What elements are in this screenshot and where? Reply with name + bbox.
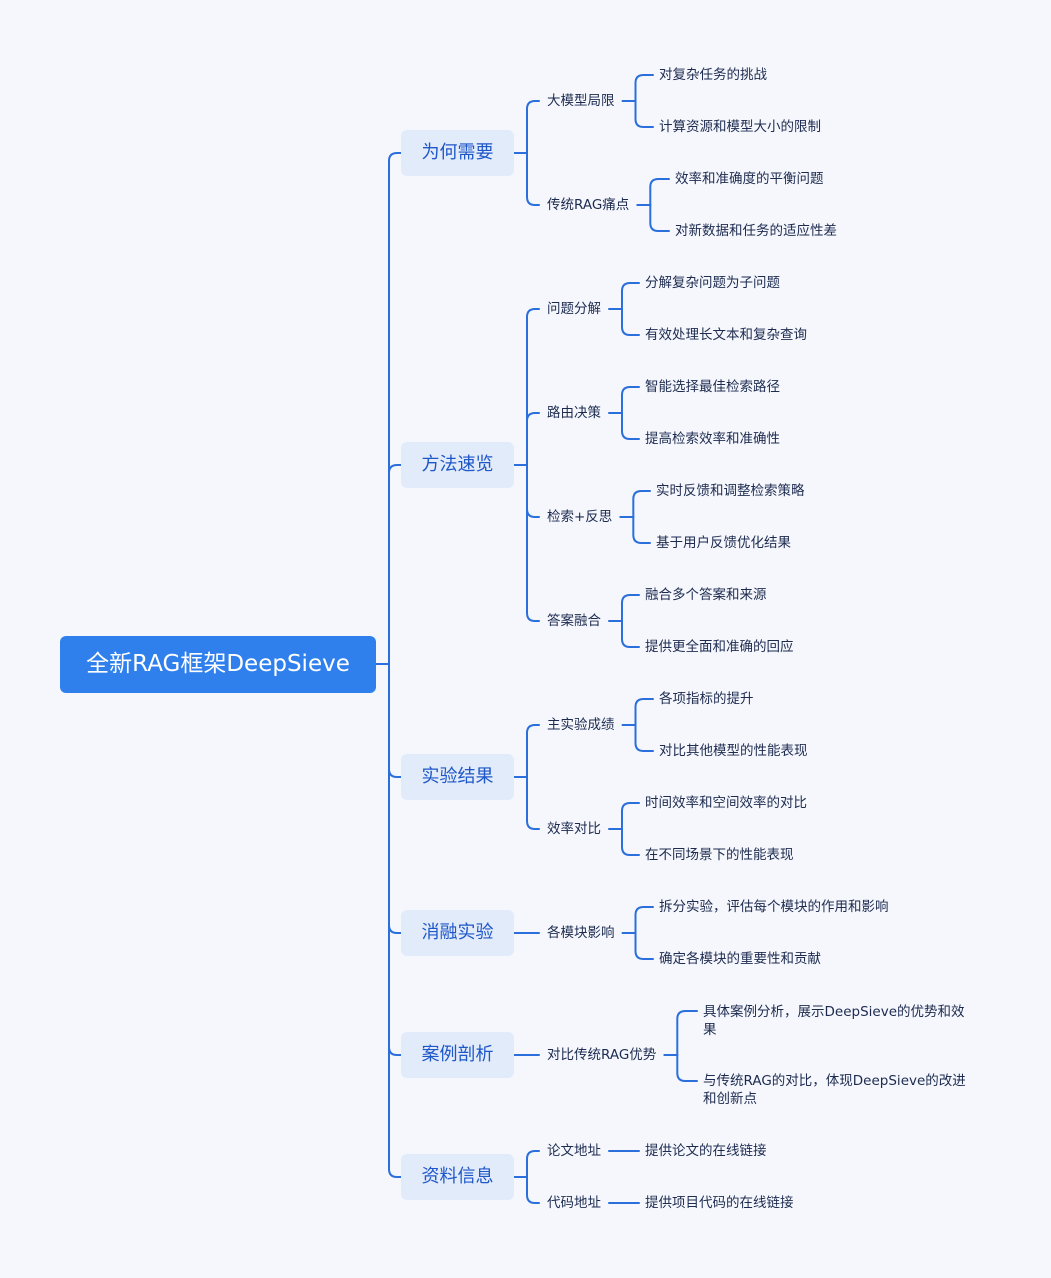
root-node[interactable]: 全新RAG框架DeepSieve: [60, 636, 376, 693]
leaf-label[interactable]: 各项指标的提升: [659, 691, 754, 707]
subtopic-label[interactable]: 答案融合: [547, 613, 601, 629]
leaf-label[interactable]: 对复杂任务的挑战: [659, 67, 767, 83]
subtopic-label[interactable]: 检索+反思: [547, 509, 613, 525]
connector-line: [632, 490, 651, 518]
leaf-label[interactable]: 实时反馈和调整检索策略: [656, 483, 805, 499]
connector-line: [526, 1176, 540, 1204]
connector-line: [621, 828, 640, 856]
connector-line: [526, 308, 540, 466]
leaf-label[interactable]: 基于用户反馈优化结果: [656, 535, 791, 551]
connector-line: [526, 464, 540, 518]
connector-line: [634, 906, 654, 934]
connector-line: [634, 932, 654, 960]
leaf-label[interactable]: 智能选择最佳检索路径: [645, 379, 780, 395]
leaf-label[interactable]: 提供项目代码的在线链接: [645, 1195, 794, 1211]
subtopic-label[interactable]: 各模块影响: [547, 925, 615, 941]
connector-line: [388, 464, 402, 665]
leaf-label[interactable]: 对新数据和任务的适应性差: [675, 223, 837, 239]
connector-line: [632, 516, 651, 544]
leaf-label[interactable]: 提供更全面和准确的回应: [645, 639, 794, 655]
connector-line: [388, 663, 402, 1178]
subtopic-label[interactable]: 问题分解: [547, 301, 601, 317]
subtopic-label[interactable]: 代码地址: [547, 1195, 601, 1211]
branch-node[interactable]: 消融实验: [401, 910, 514, 956]
leaf-label[interactable]: 融合多个答案和来源: [645, 587, 767, 603]
leaf-label[interactable]: 计算资源和模型大小的限制: [659, 119, 821, 135]
connector-line: [621, 308, 640, 336]
connector-line: [388, 152, 402, 665]
connector-line: [526, 412, 540, 466]
subtopic-label[interactable]: 效率对比: [547, 821, 601, 837]
connector-line: [649, 178, 670, 206]
connector-line: [621, 412, 640, 440]
connector-line: [621, 802, 640, 830]
subtopic-label[interactable]: 主实验成绩: [547, 717, 615, 733]
branch-node[interactable]: 实验结果: [401, 754, 514, 800]
leaf-label[interactable]: 时间效率和空间效率的对比: [645, 795, 807, 811]
leaf-label[interactable]: 效率和准确度的平衡问题: [675, 171, 824, 187]
leaf-label[interactable]: 提供论文的在线链接: [645, 1143, 767, 1159]
leaf-label[interactable]: 确定各模块的重要性和贡献: [659, 951, 821, 967]
connector-line: [526, 152, 540, 206]
leaf-label[interactable]: 拆分实验，评估每个模块的作用和影响: [659, 899, 889, 915]
leaf-label[interactable]: 具体案例分析，展示DeepSieve的优势和效果: [703, 1004, 965, 1038]
connector-line: [634, 74, 654, 102]
connector-line: [621, 594, 640, 622]
subtopic-label[interactable]: 路由决策: [547, 405, 601, 421]
connector-line: [634, 724, 654, 752]
leaf-label[interactable]: 在不同场景下的性能表现: [645, 847, 794, 863]
connector-line: [526, 100, 540, 154]
leaf-label[interactable]: 提高检索效率和准确性: [645, 431, 780, 447]
leaf-label[interactable]: 对比其他模型的性能表现: [659, 743, 808, 759]
branch-node[interactable]: 案例剖析: [401, 1032, 514, 1078]
connector-line: [634, 100, 654, 128]
connector-line: [676, 1054, 698, 1082]
connector-line: [526, 1150, 540, 1178]
subtopic-label[interactable]: 对比传统RAG优势: [547, 1047, 657, 1063]
connector-line: [526, 464, 540, 622]
connector-line: [634, 698, 654, 726]
branch-node[interactable]: 为何需要: [401, 130, 514, 176]
connector-line: [649, 204, 670, 232]
leaf-label[interactable]: 与传统RAG的对比，体现DeepSieve的改进和创新点: [703, 1073, 966, 1107]
connector-line: [526, 724, 540, 778]
connector-line: [621, 282, 640, 310]
connector-line: [621, 386, 640, 414]
connector-line: [388, 663, 402, 934]
connector-line: [676, 1010, 698, 1056]
subtopic-label[interactable]: 大模型局限: [547, 93, 615, 109]
subtopic-label[interactable]: 传统RAG痛点: [547, 197, 630, 213]
connector-line: [388, 663, 402, 1056]
connector-line: [526, 776, 540, 830]
branch-node[interactable]: 方法速览: [401, 442, 514, 488]
connector-line: [388, 663, 402, 778]
branch-node[interactable]: 资料信息: [401, 1154, 514, 1200]
leaf-label[interactable]: 分解复杂问题为子问题: [645, 275, 780, 291]
subtopic-label[interactable]: 论文地址: [547, 1143, 601, 1159]
leaf-label[interactable]: 有效处理长文本和复杂查询: [645, 327, 807, 343]
connector-line: [621, 620, 640, 648]
